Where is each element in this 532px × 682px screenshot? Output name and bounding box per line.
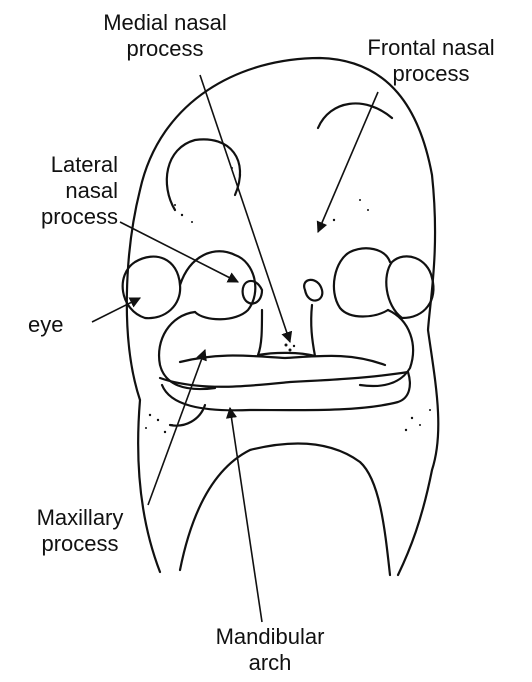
- label-frontal-nasal-line1: Frontal nasal: [336, 35, 526, 61]
- eye-left: [123, 257, 181, 319]
- eye-right: [386, 256, 433, 318]
- nostril-right: [304, 280, 322, 301]
- label-mandibular-line2: arch: [170, 650, 370, 676]
- neck-arch: [180, 444, 390, 575]
- label-maxillary-process: Maxillary process: [0, 505, 160, 557]
- label-maxillary-line1: Maxillary: [0, 505, 160, 531]
- pointer-medial-nasal: [200, 75, 290, 342]
- label-mandibular-line1: Mandibular: [170, 624, 370, 650]
- pointer-mandibular: [230, 408, 262, 622]
- pointer-frontal-nasal: [318, 92, 378, 232]
- label-medial-nasal-line1: Medial nasal: [70, 10, 260, 36]
- forehead-swirl-right: [318, 103, 392, 128]
- label-maxillary-line2: process: [0, 531, 160, 557]
- head-outline: [127, 58, 439, 575]
- pointer-maxillary: [148, 350, 205, 505]
- maxillary-left: [159, 312, 215, 389]
- forehead-swirl-left: [167, 139, 240, 210]
- label-frontal-nasal-process: Frontal nasal process: [336, 35, 526, 87]
- label-lateral-nasal-process: Lateral nasal process: [0, 152, 118, 230]
- label-medial-nasal-line2: process: [70, 36, 260, 62]
- label-eye: eye: [28, 312, 63, 338]
- nostril-left: [243, 281, 262, 304]
- label-medial-nasal-process: Medial nasal process: [70, 10, 260, 62]
- label-mandibular-arch: Mandibular arch: [170, 624, 370, 676]
- label-frontal-nasal-line2: process: [336, 61, 526, 87]
- upper-lip: [180, 356, 385, 366]
- label-lateral-nasal-line3: process: [0, 204, 118, 230]
- lateral-nasal-right: [334, 248, 390, 316]
- label-lateral-nasal-line2: nasal: [0, 178, 118, 204]
- mandibular-upper: [160, 372, 408, 387]
- mandibular-lower: [162, 372, 410, 410]
- label-lateral-nasal-line1: Lateral: [0, 152, 118, 178]
